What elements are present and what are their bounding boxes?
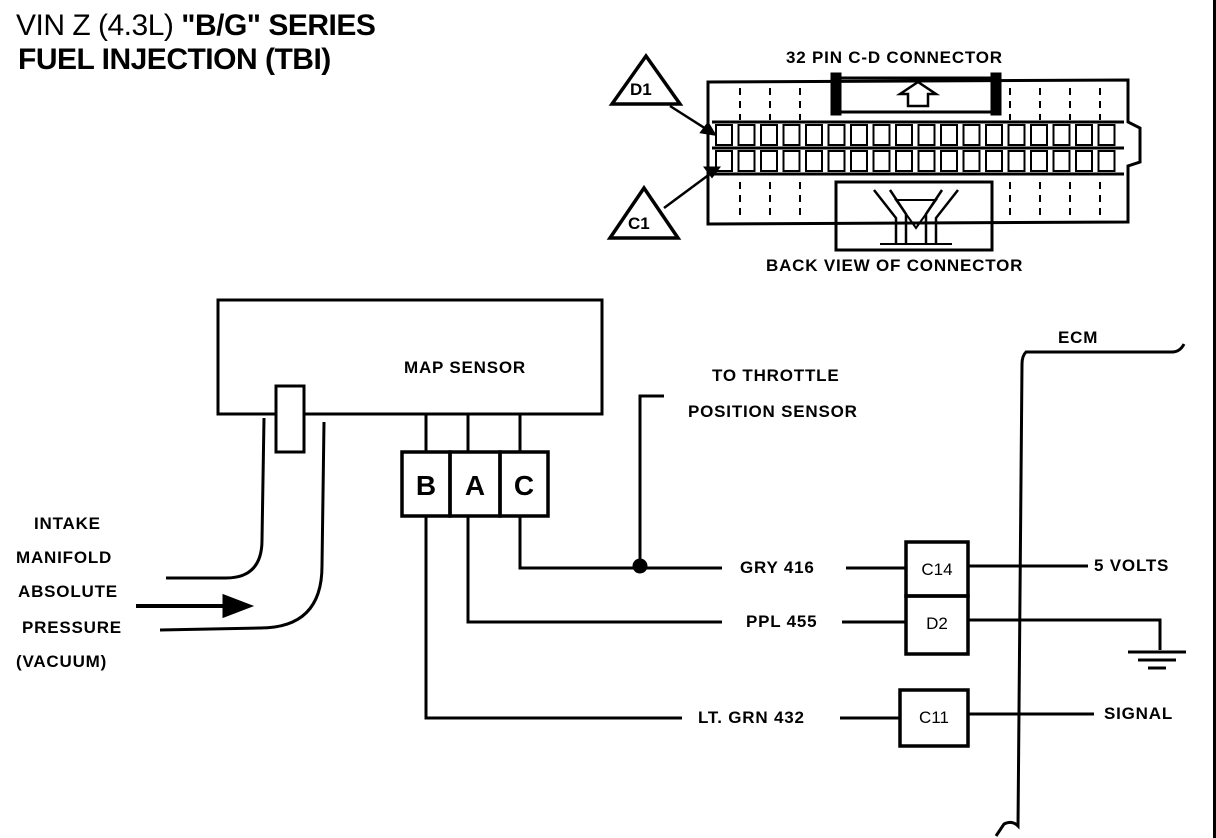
connector-pin-cavity [1097, 150, 1116, 172]
connector-pin-cavity [1052, 150, 1071, 172]
c1-marker-label: C1 [628, 214, 650, 233]
intake-line-2: MANIFOLD [16, 548, 113, 567]
pin-c-box [498, 450, 550, 518]
vacuum-arrow [136, 593, 255, 619]
connector-pin-cavity [715, 150, 733, 172]
intake-line-5: (VACUUM) [16, 652, 108, 671]
tps-note-line-1: TO THROTTLE [712, 366, 840, 385]
connector-pin-cavity [1075, 124, 1093, 146]
function-5-volts: 5 VOLTS [1094, 556, 1170, 575]
connector-pin-cavity [1030, 150, 1048, 172]
connector-pin-cavity [827, 150, 846, 172]
connector-pin-cavity [1075, 150, 1093, 172]
title-vin: VIN Z (4.3L) [16, 9, 182, 42]
connector-pin-cavity [872, 124, 891, 146]
connector-pin-cavity [850, 150, 868, 172]
pin-b-label: B [415, 470, 437, 501]
ecm-label: ECM [1058, 328, 1099, 347]
connector-pin-cavity [962, 150, 981, 172]
connector-pin-cavity [805, 150, 823, 172]
connector-pin-cavity [1030, 124, 1048, 146]
intake-line-1: INTAKE [34, 514, 101, 533]
connector-pin-cavity [715, 124, 733, 146]
terminal-box-d2 [904, 594, 970, 656]
d1-marker-label: D1 [630, 80, 652, 99]
connector-pin-cavity [760, 124, 778, 146]
connector-illustration [606, 52, 1142, 252]
terminal-c14: C14 [921, 560, 953, 579]
pin-c-label: C [513, 470, 535, 501]
intake-line-4: PRESSURE [22, 618, 122, 637]
connector-pin-cavity [782, 150, 801, 172]
connector-pin-cavity [872, 150, 891, 172]
terminal-d2: D2 [926, 614, 948, 633]
connector-pin-cavity [827, 124, 846, 146]
connector-pin-cavity [782, 124, 801, 146]
map-sensor-label: MAP SENSOR [404, 358, 526, 377]
connector-pin-cavity [805, 124, 823, 146]
title-series: "B/G" SERIES [181, 9, 376, 42]
connector-pin-cavity [760, 150, 778, 172]
terminal-c11: C11 [919, 708, 949, 727]
map-sensor-body [216, 298, 604, 518]
connector-pin-cavity [985, 124, 1003, 146]
pin-a-label: A [464, 470, 486, 501]
connector-pin-cavity [940, 124, 958, 146]
wire-label-ppl-455: PPL 455 [746, 612, 818, 631]
intake-line-3: ABSOLUTE [18, 582, 118, 601]
connector-pin-cavity [985, 150, 1003, 172]
connector-pin-cavity [917, 124, 936, 146]
connector-pin-cavity [1052, 124, 1071, 146]
wiring-harness [424, 394, 1162, 720]
connector-pin-cavity [895, 150, 913, 172]
connector-label: 32 PIN C-D CONNECTOR [786, 48, 1003, 67]
connector-pin-cavity [1007, 124, 1026, 146]
connector-pin-cavity [895, 124, 913, 146]
splice-dot [632, 558, 648, 574]
ground-icon [1128, 650, 1186, 670]
connector-pin-cavity [850, 124, 868, 146]
title-line-2: FUEL INJECTION (TBI) [18, 43, 331, 76]
wire-label-gry-416: GRY 416 [740, 558, 815, 577]
function-signal: SIGNAL [1104, 704, 1174, 723]
connector-pin-cavity [962, 124, 981, 146]
connector-pin-cavity [1007, 150, 1026, 172]
connector-view-label: BACK VIEW OF CONNECTOR [766, 256, 1024, 275]
tps-note-line-2: POSITION SENSOR [688, 402, 858, 421]
wire-label-lt-grn-432: LT. GRN 432 [698, 708, 805, 727]
terminal-box-c11 [898, 688, 970, 748]
connector-pin-cavity [940, 150, 958, 172]
connector-pin-cavity [737, 124, 756, 146]
vacuum-hose [159, 417, 326, 632]
ecm-boundary [994, 343, 1186, 837]
connector-pin-cavity [737, 150, 756, 172]
connector-pin-cavity [917, 150, 936, 172]
title-line-1: VIN Z (4.3L) "B/G" SERIES [16, 9, 376, 42]
connector-pin-cavity [1097, 124, 1116, 146]
